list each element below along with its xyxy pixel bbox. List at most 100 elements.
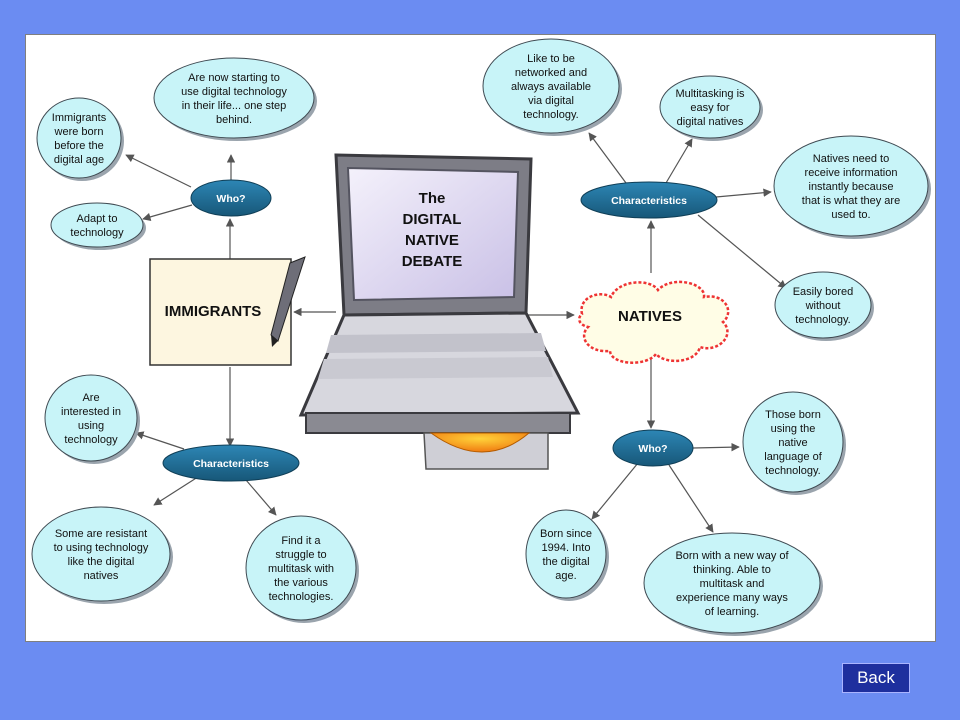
bubble-natives-multitasking: Multitasking is easy for digital natives (659, 75, 763, 141)
bubble-text-line: struggle to (275, 549, 326, 561)
bubble-shape (773, 135, 929, 237)
laptop-illustration: The DIGITAL NATIVE DEBATE (298, 153, 581, 470)
bubble-text-line: technology (70, 227, 124, 239)
bubble-text-line: of learning. (705, 606, 759, 618)
bubble-text-line: using the (771, 423, 816, 435)
concept-map: The DIGITAL NATIVE DEBATE IMMIGRANTS NAT… (31, 38, 931, 636)
bubble-immigrants-struggle: Find it a struggle to multitask with the va… (245, 515, 359, 623)
bubble-immigrants-interested: Are interested in using technology (44, 374, 140, 464)
bubble-text-line: that is what they are (802, 195, 900, 207)
bubble-text-line: digital natives (677, 116, 744, 128)
bubble-immigrants-behind: Are now starting to use digital technolog… (153, 57, 317, 141)
bubble-text-line: Multitasking is (675, 88, 745, 100)
bubble-text-line: were born (54, 126, 104, 138)
bubble-text-line: before the (54, 140, 104, 152)
bubble-shape (525, 509, 607, 599)
immigrants-who-label: Who? (216, 193, 245, 205)
immigrants-characteristics-label: Characteristics (193, 458, 269, 470)
bubble-text-line: technology. (523, 109, 578, 121)
natives-label: NATIVES (618, 308, 682, 325)
bubble-text-line: multitask and (700, 578, 765, 590)
bubble-text-line: instantly because (809, 181, 894, 193)
bubble-immigrants-born-before: Immigrants were born before the digital age (36, 97, 124, 181)
bubble-text-line: via digital (528, 95, 574, 107)
bubble-text-line: interested in (61, 406, 121, 418)
immigrants-note-card: IMMIGRANTS (149, 256, 306, 366)
bubble-text-line: digital age (54, 154, 104, 166)
bubble-text-line: technology (64, 434, 118, 446)
bubble-text-line: Born since (540, 528, 592, 540)
back-button[interactable]: Back (842, 663, 910, 693)
natives-characteristics-label: Characteristics (611, 195, 687, 207)
bubble-natives-instant: Natives need to receive information instan… (773, 135, 931, 239)
natives-who-label: Who? (638, 443, 667, 455)
bubble-shape (50, 202, 144, 248)
immigrants-label: IMMIGRANTS (165, 303, 262, 320)
bubble-text-line: always available (511, 81, 591, 93)
pen-icon (270, 256, 306, 347)
bubble-immigrants-adapt: Adapt to technology (50, 202, 146, 250)
bubble-text-line: Natives need to (813, 153, 889, 165)
bubble-shape (31, 506, 171, 602)
bubble-text-line: like the digital (68, 556, 135, 568)
bubble-text-line: behind. (216, 114, 252, 126)
screen-line-4: DEBATE (402, 253, 463, 270)
bubble-text-line: technology. (795, 314, 850, 326)
bubble-shape (643, 532, 821, 634)
bubble-text-line: natives (84, 570, 119, 582)
bubble-text-line: the various (274, 577, 328, 589)
bubble-text-line: thinking. Able to (693, 564, 771, 576)
bubble-shape (44, 374, 138, 462)
natives-characteristics-node: Characteristics (580, 181, 718, 219)
bubble-shape (153, 57, 315, 139)
immigrants-who-node: Who? (190, 179, 272, 217)
natives-cloud: NATIVES (577, 280, 730, 364)
bubble-text-line: experience many ways (676, 592, 788, 604)
bubble-text-line: Find it a (281, 535, 321, 547)
bubble-shape (245, 515, 357, 621)
bubble-text-line: language of (764, 451, 822, 463)
bubble-text-line: Immigrants (52, 112, 107, 124)
laptop-screen-text: The DIGITAL NATIVE DEBATE (402, 190, 463, 270)
diagram-panel: The DIGITAL NATIVE DEBATE IMMIGRANTS NAT… (25, 34, 936, 642)
bubble-text-line: multitask with (268, 563, 334, 575)
bubble-text-line: Born with a new way of (675, 550, 789, 562)
bubble-shape (774, 271, 872, 339)
bubble-text-line: Adapt to (77, 213, 118, 225)
bubble-text-line: Are now starting to (188, 72, 280, 84)
bubble-text-line: to using technology (54, 542, 149, 554)
bubble-text-line: using (78, 420, 104, 432)
screen-line-2: DIGITAL (403, 211, 462, 228)
bubble-shape (659, 75, 761, 139)
immigrants-characteristics-node: Characteristics (162, 444, 300, 482)
bubble-text-line: Some are resistant (55, 528, 147, 540)
bubble-text-line: 1994. Into (542, 542, 591, 554)
bubble-shape (742, 391, 844, 493)
bubble-text-line: use digital technology (181, 86, 287, 98)
bubble-text-line: networked and (515, 67, 587, 79)
bubble-text-line: receive information (805, 167, 898, 179)
bubble-text-line: technologies. (269, 591, 334, 603)
screen-line-3: NATIVE (405, 232, 459, 249)
screen-line-1: The (419, 190, 446, 207)
bubble-natives-bored: Easily bored without technology. (774, 271, 874, 341)
bubble-shape (482, 38, 620, 134)
bubble-natives-new-way: Born with a new way of thinking. Able to m… (643, 532, 823, 636)
bubble-text-line: Like to be (527, 53, 575, 65)
bubble-text-line: Easily bored (793, 286, 854, 298)
bubble-text-line: without (805, 300, 841, 312)
bubble-text-line: used to. (831, 209, 870, 221)
bubble-text-line: easy for (690, 102, 729, 114)
bubble-immigrants-resistant: Some are resistant to using technology lik… (31, 506, 173, 604)
bubble-shape (36, 97, 122, 179)
bubble-natives-networked: Like to be networked and always available v… (482, 38, 622, 136)
bubble-text-line: Are (82, 392, 99, 404)
natives-who-node: Who? (612, 429, 694, 467)
bubble-text-line: in their life... one step (182, 100, 287, 112)
bubble-text-line: technology. (765, 465, 820, 477)
bubble-text-line: native (778, 437, 807, 449)
bubble-text-line: the digital (542, 556, 589, 568)
info-bubbles: Are now starting to use digital technolog… (31, 38, 931, 636)
